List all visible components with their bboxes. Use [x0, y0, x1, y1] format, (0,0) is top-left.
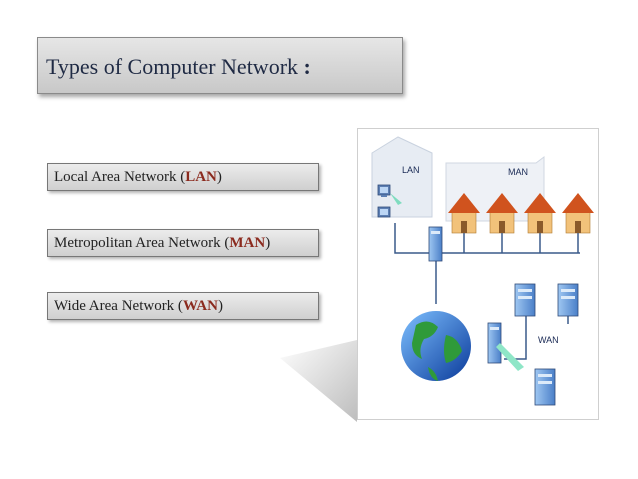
lan-abbr: LAN — [185, 169, 217, 185]
wan-abbr: WAN — [182, 298, 218, 314]
wan-label: WAN — [538, 335, 559, 345]
house-icon — [448, 193, 480, 234]
arrow-icon — [390, 193, 402, 205]
house-icon — [562, 193, 594, 234]
panel-shadow — [280, 340, 357, 422]
network-type-lan: Local Area Network (LAN) — [47, 163, 319, 191]
hub-icon — [487, 322, 502, 364]
network-type-label: Metropolitan Area Network (MAN) — [54, 235, 270, 252]
man-abbr: MAN — [229, 235, 266, 251]
man-label: MAN — [508, 167, 528, 177]
lan-suffix: ) — [216, 169, 222, 185]
network-type-label: Local Area Network (LAN) — [54, 169, 222, 186]
network-type-wan: Wide Area Network (WAN) — [47, 292, 319, 320]
network-type-man: Metropolitan Area Network (MAN) — [47, 229, 319, 257]
title-colon: : — [303, 54, 311, 79]
slide-title: Types of Computer Network : — [46, 54, 311, 80]
computer-icon — [377, 184, 391, 197]
network-type-label: Wide Area Network (WAN) — [54, 298, 223, 315]
network-diagram: LAN MAN — [357, 128, 599, 420]
server-icon — [514, 283, 536, 317]
house-icon — [486, 193, 518, 234]
arrow-icon — [496, 343, 524, 371]
network-diagram-svg: LAN MAN — [371, 136, 594, 406]
lan-prefix: Local Area Network ( — [54, 169, 186, 185]
title-box: Types of Computer Network : — [37, 37, 403, 94]
house-icon — [524, 193, 556, 234]
man-suffix: ) — [265, 235, 271, 251]
hub-icon — [428, 226, 443, 262]
globe-icon — [401, 311, 471, 381]
wan-prefix: Wide Area Network ( — [54, 298, 183, 314]
title-text: Types of Computer Network — [46, 54, 299, 79]
lan-label: LAN — [402, 165, 420, 175]
server-icon — [534, 368, 556, 406]
computer-icon — [377, 206, 391, 218]
lan-building — [371, 136, 433, 218]
man-prefix: Metropolitan Area Network ( — [54, 235, 230, 251]
wan-suffix: ) — [217, 298, 223, 314]
server-icon — [557, 283, 579, 317]
